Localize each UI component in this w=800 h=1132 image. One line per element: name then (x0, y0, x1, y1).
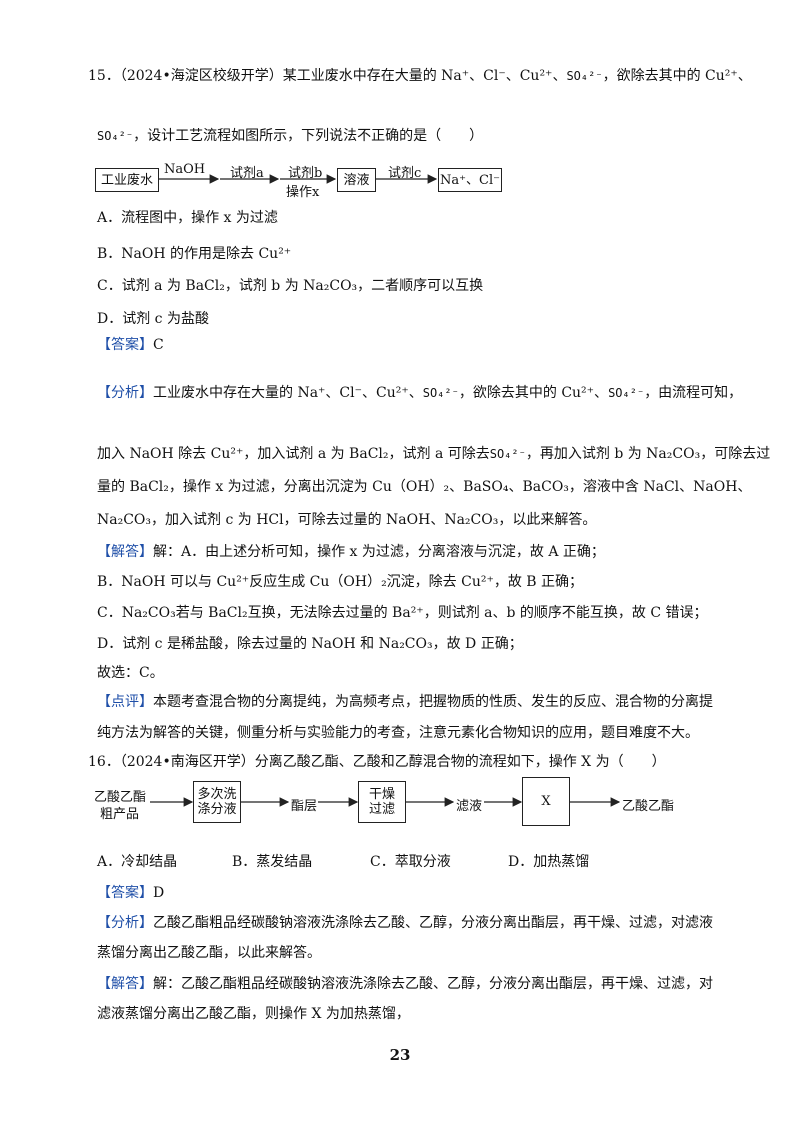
flow-box-wastewater: 工业废水 (95, 168, 159, 192)
q15-option-c: C．试剂 a 为 BaCl₂，试剂 b 为 Na₂CO₃，二者顺序可以互换 (97, 278, 484, 294)
flow-mid-filtrate: 滤液 (456, 799, 483, 814)
page-number: 23 (389, 1046, 411, 1064)
sulfate-formula: SO₄²⁻ (489, 447, 526, 461)
flow-box-product-ions: Na⁺、Cl⁻ (438, 168, 502, 192)
flow-mid-ester-layer: 酯层 (291, 799, 318, 814)
flow-arrows (158, 174, 438, 184)
q15-answer: 【答案】C (97, 337, 164, 353)
answer-tag: 【答案】 (97, 337, 153, 353)
q16-solution-line2: 滤液蒸馏分离出乙酸乙酯，则操作 X 为加热蒸馏， (97, 1006, 410, 1022)
q15-solution-line5: 故选：C。 (97, 665, 164, 681)
flow-end-product: 乙酸乙酯 (622, 799, 675, 814)
q15-analysis-line1: 【分析】工业废水中存在大量的 Na⁺、Cl⁻、Cu²⁺、SO₄²⁻，欲除去其中的… (97, 385, 743, 401)
flow-label-operation-x: 操作x (286, 185, 320, 200)
q15-solution-line2: B．NaOH 可以与 Cu²⁺反应生成 Cu（OH）₂沉淀，除去 Cu²⁺，故 … (97, 574, 584, 590)
q16-analysis-line1: 【分析】乙酸乙酯粗品经碳酸钠溶液洗涤除去乙酸、乙醇，分液分离出酯层，再干燥、过滤… (97, 915, 713, 931)
comment-tag: 【点评】 (97, 694, 153, 710)
analysis-tag: 【分析】 (97, 915, 153, 931)
q15-solution-line1: 【解答】解：A．由上述分析可知，操作 x 为过滤，分离溶液与沉淀，故 A 正确； (97, 544, 605, 560)
sulfate-formula: SO₄²⁻ (422, 386, 459, 400)
solution-tag: 【解答】 (97, 544, 153, 560)
q16-stem: 16．（2024•南海区开学）分离乙酸乙酯、乙酸和乙醇混合物的流程如下，操作 X… (88, 754, 666, 770)
q15-option-a: A．流程图中，操作 x 为过滤 (97, 210, 278, 226)
flow-box-wash: 多次洗涤分液 (193, 781, 241, 823)
q16-solution-line1: 【解答】解：乙酸乙酯粗品经碳酸钠溶液洗涤除去乙酸、乙醇，分液分离出酯层，再干燥、… (97, 976, 713, 992)
q16-option-a: A．冷却结晶 (97, 854, 178, 870)
q15-analysis-line3: 量的 BaCl₂，操作 x 为过滤，分离出沉淀为 Cu（OH）₂、BaSO₄、B… (97, 479, 752, 495)
sulfate-formula: SO₄²⁻ (566, 69, 603, 83)
q15-analysis-line2: 加入 NaOH 除去 Cu²⁺，加入试剂 a 为 BaCl₂，试剂 a 可除去S… (97, 446, 771, 462)
flow-start-line1: 乙酸乙酯 (94, 790, 147, 805)
q15-analysis-line4: Na₂CO₃，加入试剂 c 为 HCl，可除去过量的 NaOH、Na₂CO₃，以… (97, 512, 597, 528)
q16-option-b: B．蒸发结晶 (232, 854, 313, 870)
q15-option-b: B．NaOH 的作用是除去 Cu²⁺ (97, 246, 292, 262)
flow-box-operation-x: X (522, 777, 570, 826)
solution-tag: 【解答】 (97, 976, 153, 992)
q16-answer: 【答案】D (97, 885, 165, 901)
analysis-tag: 【分析】 (97, 385, 153, 401)
q15-option-d: D．试剂 c 为盐酸 (97, 311, 209, 327)
q16-option-c: C．萃取分液 (370, 854, 451, 870)
flow-label-reagent-c: 试剂c (388, 166, 422, 181)
answer-tag: 【答案】 (97, 885, 153, 901)
q15-comment-line1: 【点评】本题考查混合物的分离提纯，为高频考点，把握物质的性质、发生的反应、混合物… (97, 694, 713, 710)
sulfate-formula: SO₄²⁻ (608, 386, 645, 400)
q16-analysis-line2: 蒸馏分离出乙酸乙酯，以此来解答。 (97, 945, 321, 961)
q15-comment-line2: 纯方法为解答的关键，侧重分析与实验能力的考查，注意元素化合物知识的应用，题目难度… (97, 725, 699, 741)
flow-label-naoh: NaOH (164, 162, 206, 177)
flow-start-line2: 粗产品 (100, 807, 140, 822)
flow-box-solution: 溶液 (337, 168, 376, 192)
q15-solution-line4: D．试剂 c 是稀盐酸，除去过量的 NaOH 和 Na₂CO₃，故 D 正确； (97, 636, 523, 652)
q15-stem-line2: SO₄²⁻，设计工艺流程如图所示，下列说法不正确的是（ ） (97, 128, 484, 144)
flow-box-dry-filter: 干燥过滤 (358, 781, 406, 823)
q15-solution-line3: C．Na₂CO₃若与 BaCl₂互换，无法除去过量的 Ba²⁺，则试剂 a、b … (97, 605, 708, 621)
sulfate-formula: SO₄²⁻ (97, 129, 134, 143)
q15-stem-line1: 15．（2024•海淀区校级开学）某工业废水中存在大量的 Na⁺、Cl⁻、Cu²… (88, 68, 752, 84)
flow-label-reagent-b: 试剂b (288, 166, 323, 181)
q16-option-d: D．加热蒸馏 (508, 854, 590, 870)
flow-label-reagent-a: 试剂a (230, 166, 264, 181)
